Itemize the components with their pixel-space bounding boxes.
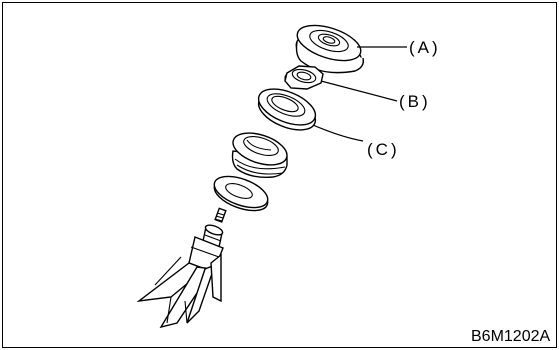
strut-body [136, 207, 227, 329]
figure-code: B6M1202A [471, 328, 550, 345]
leader-b [320, 80, 398, 102]
exploded-view-diagram: .ol { fill: #fff; stroke: #000; stroke-w… [136, 24, 550, 345]
callout-a: (A) [409, 38, 441, 57]
callout-b: (B) [399, 92, 431, 111]
bump-stop [231, 132, 288, 179]
lower-washer [213, 175, 269, 212]
callout-c: (C) [367, 140, 400, 159]
part-a-cap [295, 24, 365, 74]
leader-c [312, 124, 364, 142]
leader-lines [312, 46, 407, 142]
part-c-washer [257, 88, 317, 131]
part-b-nut [284, 65, 324, 90]
